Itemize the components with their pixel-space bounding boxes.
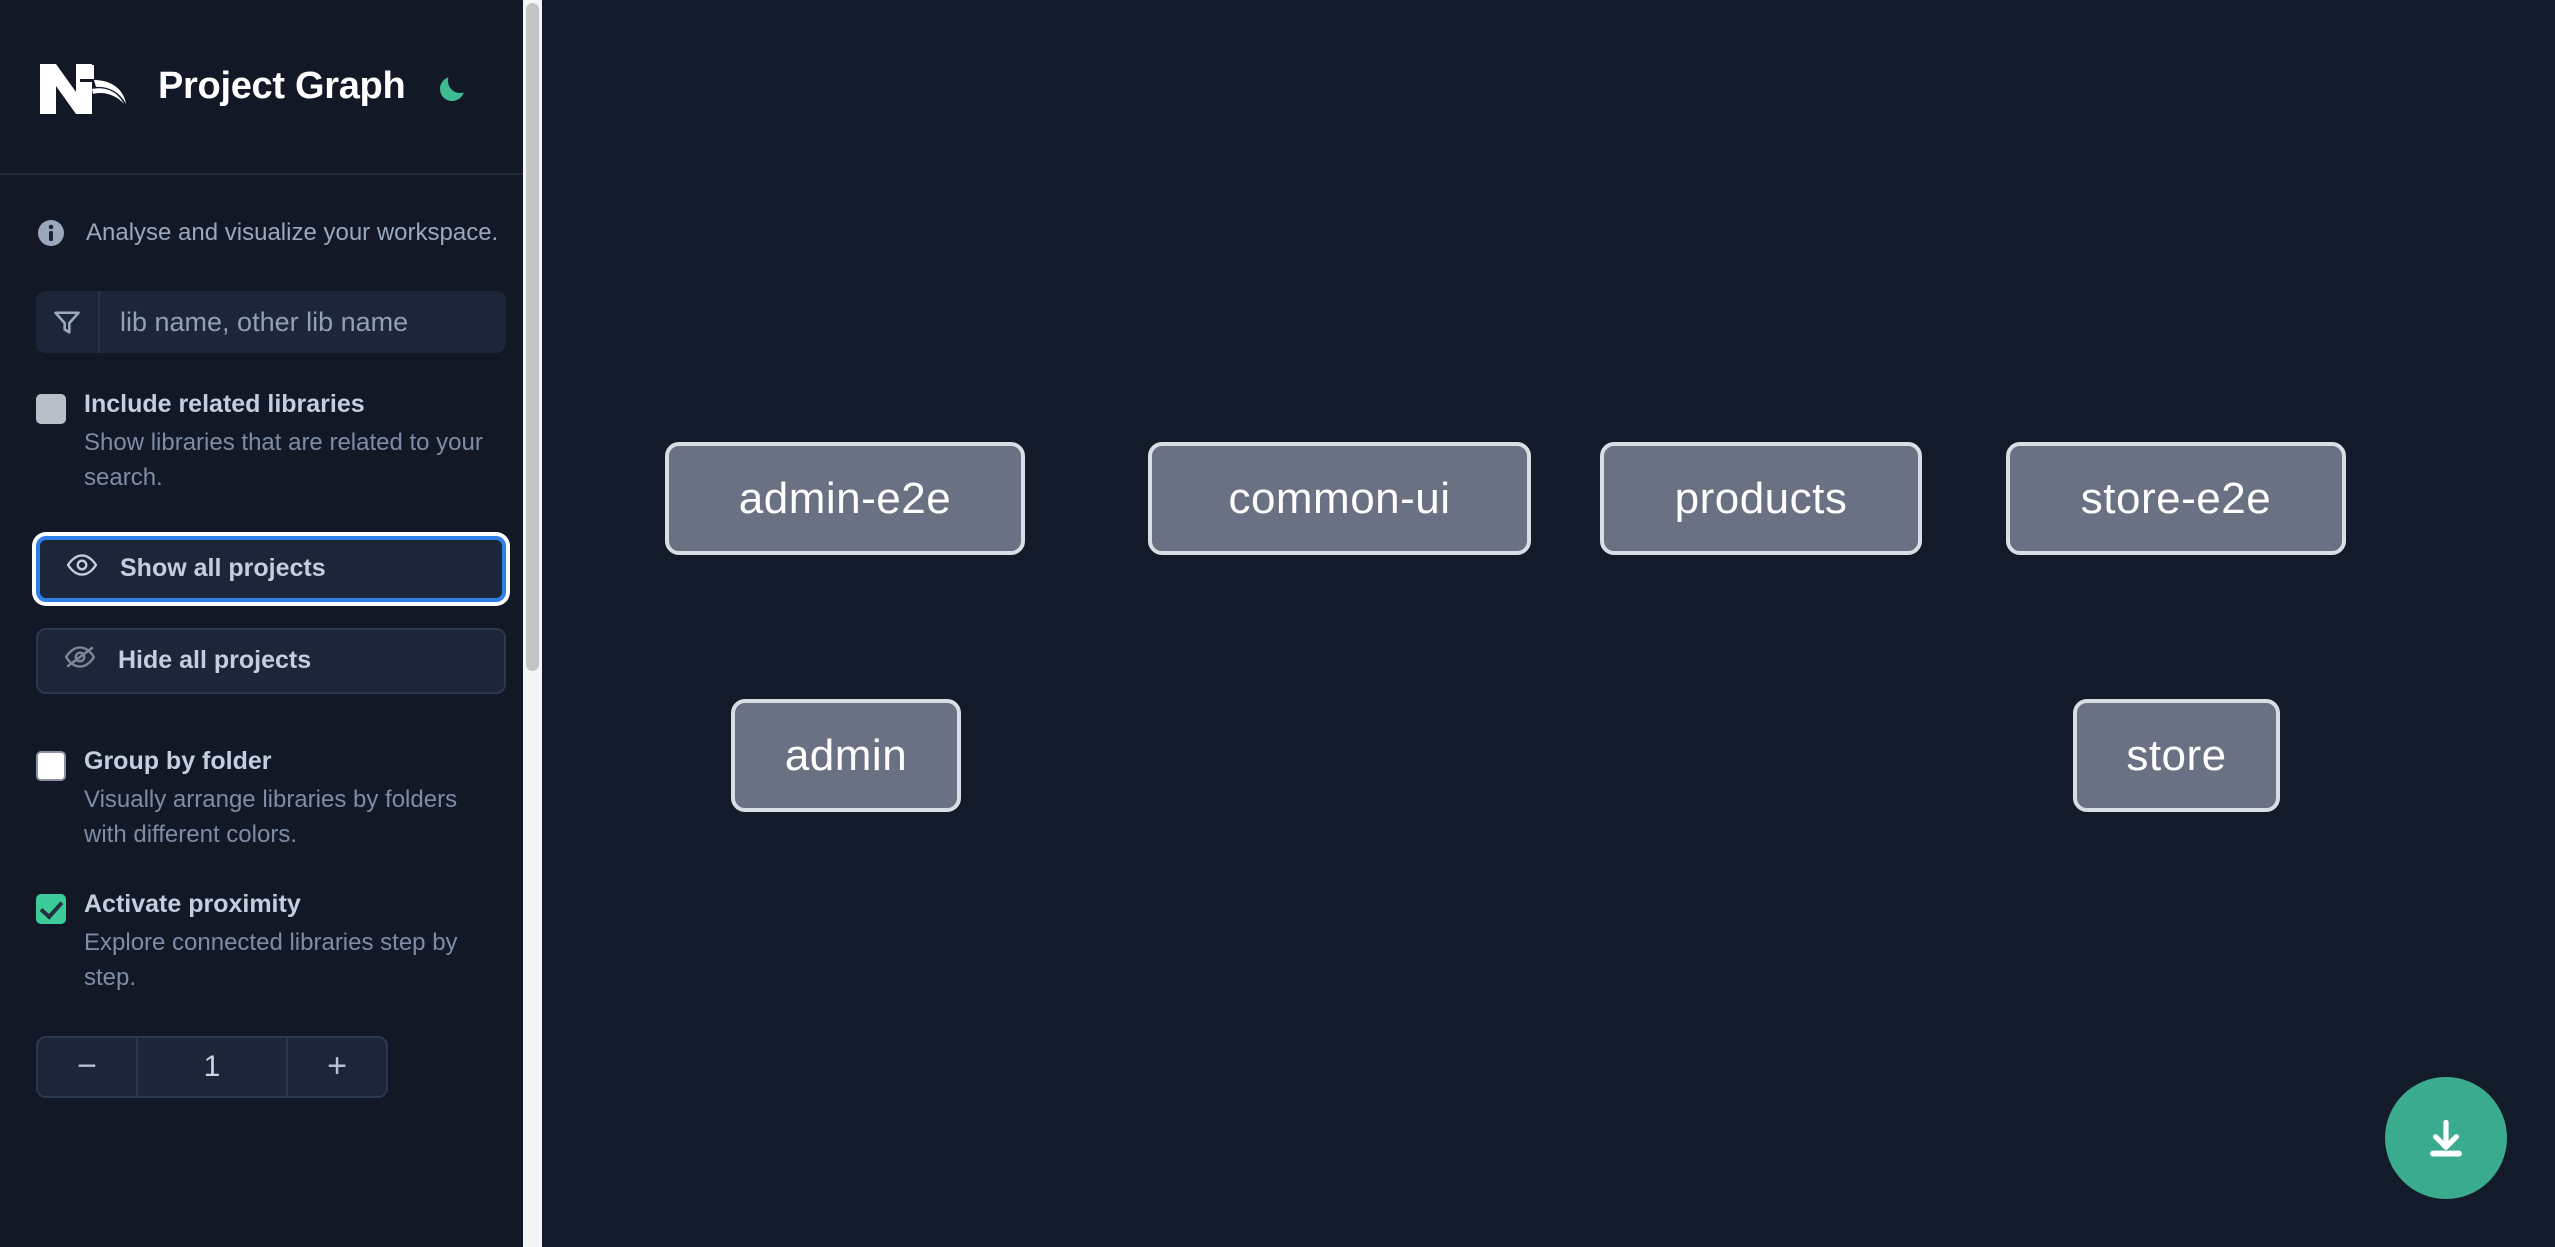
page-title: Project Graph (158, 65, 406, 107)
graph-node-store[interactable]: store (2073, 699, 2280, 812)
filter-section (0, 248, 542, 353)
sidebar-scrollbar[interactable] (523, 0, 542, 1247)
info-icon (36, 218, 66, 248)
graph-node-store-e2e[interactable]: store-e2e (2006, 442, 2346, 555)
proximity-stepper-wrap: − 1 + (0, 996, 542, 1098)
group-by-folder-description: Visually arrange libraries by folders wi… (84, 786, 458, 848)
hide-all-projects-button[interactable]: Hide all projects (36, 627, 506, 694)
activate-proximity-label: Activate proximity (84, 889, 301, 918)
proximity-stepper[interactable]: − 1 + (36, 1035, 388, 1098)
search-input[interactable] (100, 291, 506, 353)
tagline-row: Analyse and visualize your workspace. (0, 175, 542, 248)
graph-node-label: common-ui (1228, 473, 1451, 523)
proximity-increment-button[interactable]: + (286, 1037, 386, 1096)
graph-canvas[interactable]: implicitimplicit admin-e2e common-ui produ… (542, 0, 2555, 1247)
include-related-libraries-label: Include related libraries (84, 390, 365, 418)
moon-icon[interactable] (431, 64, 477, 110)
hide-all-projects-label: Hide all projects (118, 646, 312, 675)
option-group-by-folder[interactable]: Group by folder Visually arrange librari… (0, 694, 542, 853)
eye-off-icon (64, 645, 96, 676)
graph-node-label: store-e2e (2080, 473, 2272, 523)
include-related-libraries-checkbox[interactable] (36, 394, 66, 424)
include-related-libraries-description: Show libraries that are related to your … (84, 429, 483, 492)
activate-proximity-checkbox[interactable] (36, 893, 66, 924)
proximity-value: 1 (203, 1049, 221, 1083)
graph-node-products[interactable]: products (1600, 442, 1922, 555)
graph-node-common-ui[interactable]: common-ui (1148, 442, 1531, 555)
group-by-folder-label: Group by folder (84, 746, 272, 775)
download-icon (2430, 1119, 2462, 1157)
sidebar-scrollbar-thumb[interactable] (526, 3, 539, 671)
graph-node-label: admin-e2e (738, 473, 952, 523)
graph-node-label: store (2126, 730, 2227, 780)
graph-node-admin-e2e[interactable]: admin-e2e (665, 442, 1025, 555)
tagline-text: Analyse and visualize your workspace. (86, 219, 499, 246)
funnel-icon (36, 291, 100, 353)
option-activate-proximity[interactable]: Activate proximity Explore connected lib… (0, 853, 542, 996)
sidebar: Project Graph Analyse and visualize your… (0, 0, 542, 1247)
activate-proximity-description: Explore connected libraries step by step… (84, 928, 458, 991)
graph-node-admin[interactable]: admin (731, 699, 961, 812)
graph-node-label: admin (784, 730, 908, 780)
show-all-projects-label: Show all projects (120, 554, 326, 583)
download-graph-button[interactable] (2385, 1077, 2507, 1199)
filter-box[interactable] (36, 291, 506, 353)
option-include-related-libraries[interactable]: Include related libraries Show libraries… (0, 353, 542, 496)
project-visibility-buttons: Show all projects Hide all projects (0, 496, 542, 694)
nx-logo-icon (36, 56, 132, 118)
group-by-folder-checkbox[interactable] (36, 750, 66, 781)
proximity-decrement-button[interactable]: − (38, 1037, 138, 1096)
show-all-projects-button[interactable]: Show all projects (36, 535, 506, 602)
graph-node-label: products (1674, 473, 1848, 523)
sidebar-header: Project Graph (0, 0, 542, 175)
eye-icon (66, 553, 98, 584)
graph-edges: implicitimplicit (542, 0, 842, 150)
